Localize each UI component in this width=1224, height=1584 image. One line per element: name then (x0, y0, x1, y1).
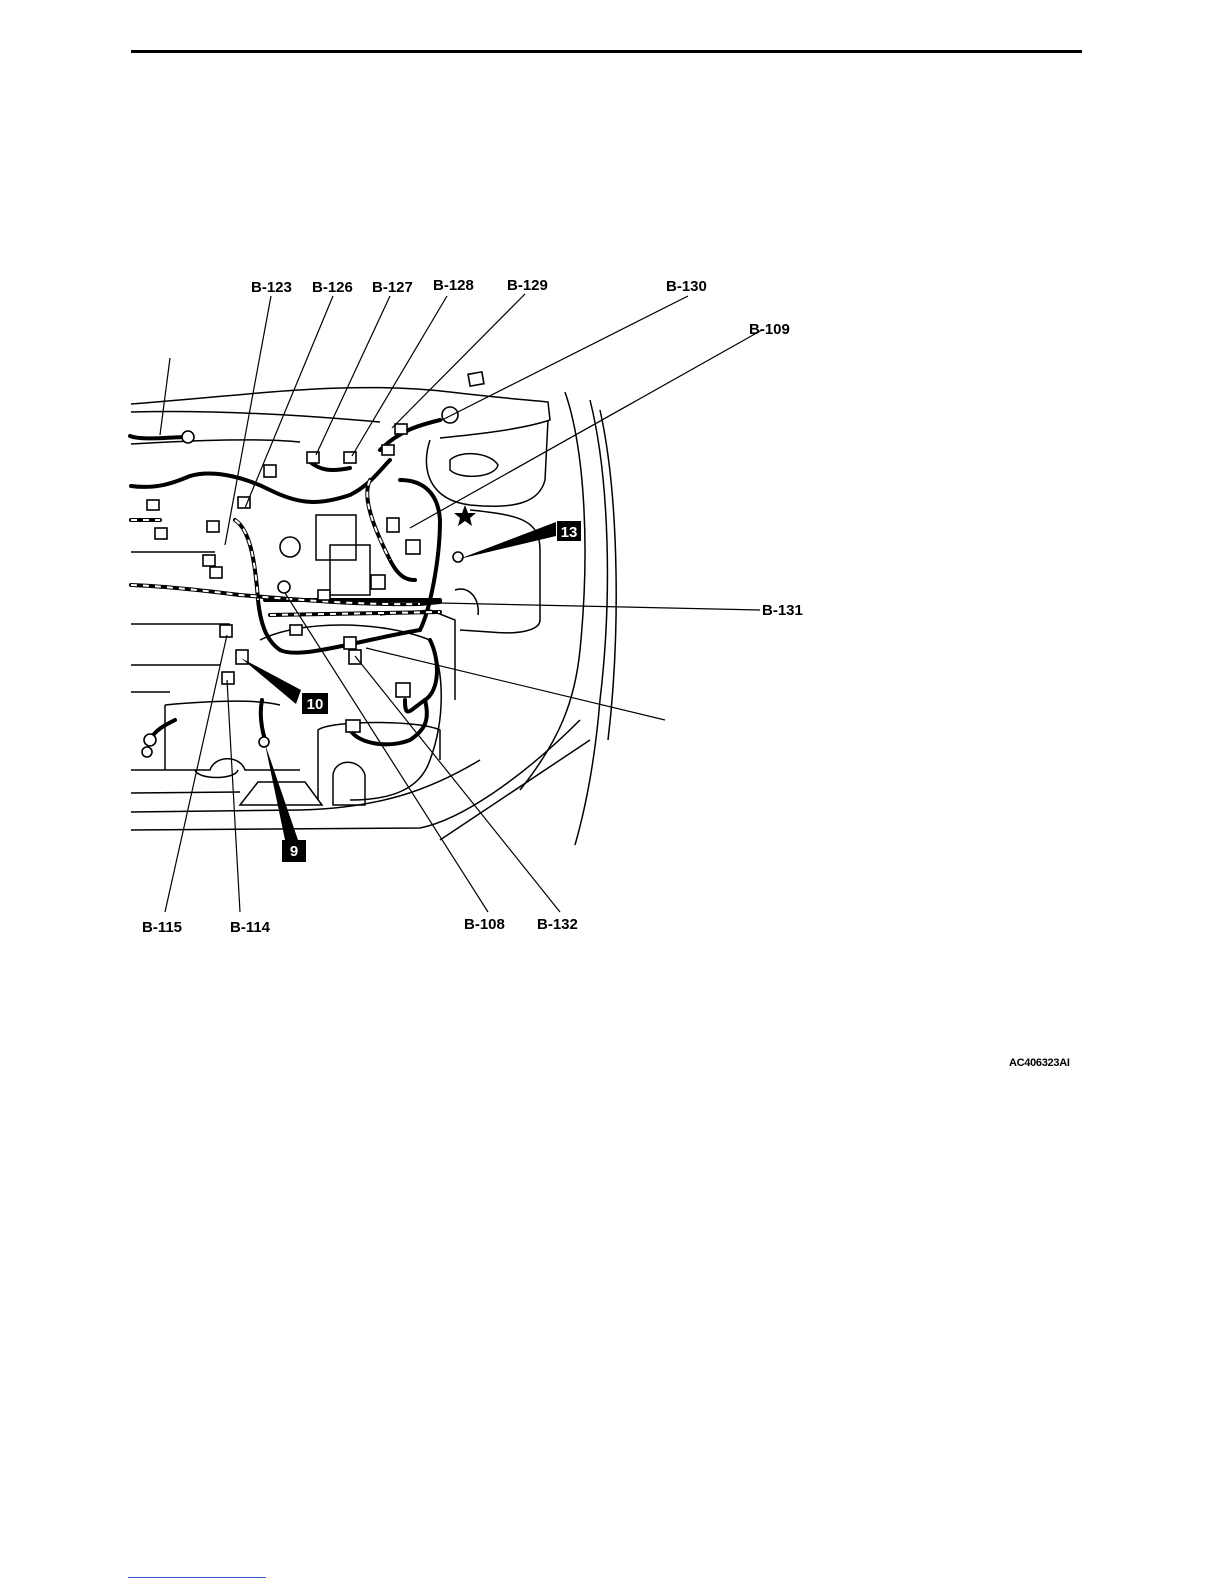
label-b123: B-123 (251, 279, 292, 296)
label-b127: B-127 (372, 279, 413, 296)
star-marker-icon (454, 505, 476, 526)
leader-lines (160, 294, 762, 912)
footer-link-rule (128, 1577, 266, 1578)
label-b126: B-126 (312, 279, 353, 296)
figure-code: AC406323AI (1009, 1057, 1070, 1069)
label-b109: B-109 (749, 321, 790, 338)
label-b129: B-129 (507, 277, 548, 294)
label-b108: B-108 (464, 916, 505, 933)
label-b130: B-130 (666, 278, 707, 295)
vehicle-body-outline (131, 388, 616, 845)
svg-text:10: 10 (307, 696, 324, 713)
label-b131: B-131 (762, 602, 803, 619)
ground-point-10: 10 (302, 693, 328, 714)
svg-text:13: 13 (561, 524, 578, 541)
label-b128: B-128 (433, 277, 474, 294)
ground-point-9: 9 (282, 840, 306, 862)
svg-text:9: 9 (290, 843, 298, 860)
label-b115: B-115 (142, 919, 182, 936)
label-b132: B-132 (537, 916, 578, 933)
ground-point-13: 13 (557, 521, 581, 541)
label-b114: B-114 (230, 919, 271, 936)
